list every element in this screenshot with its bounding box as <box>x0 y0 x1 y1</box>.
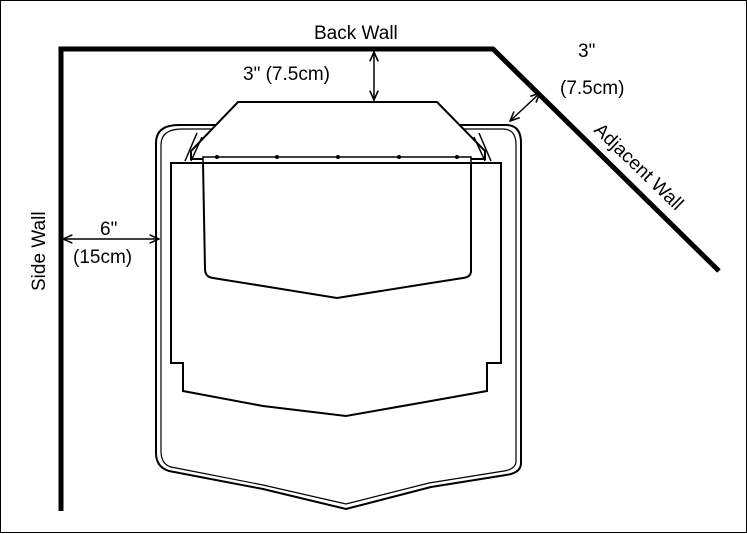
wall-outline <box>58 46 721 511</box>
hinge-ticks <box>215 155 459 159</box>
appliance-lid <box>190 101 486 160</box>
lid-hinge-right <box>478 132 492 162</box>
side-wall-label: Side Wall <box>29 211 50 291</box>
corner-clearance-cm-label: (7.5cm) <box>560 78 624 99</box>
adjacent-wall-label: Adjacent Wall <box>590 119 688 214</box>
lid-hinge-left-2 <box>190 136 203 162</box>
lid-hinge-right-2 <box>473 136 486 162</box>
side-clearance-inch-label: 6" <box>100 219 117 240</box>
appliance-top-tray <box>201 162 472 300</box>
appliance-outer-body <box>155 124 522 511</box>
lid-hinge-left <box>184 132 198 162</box>
corner-clearance-inch-label: 3" <box>578 41 595 62</box>
side-clearance-cm-label: (15cm) <box>73 247 132 268</box>
corner-clearance-arrow <box>510 93 540 121</box>
appliance-middle-tier <box>170 162 502 418</box>
top-clearance-label: 3" (7.5cm) <box>243 64 330 85</box>
appliance-outer-body-inner-line <box>160 128 517 505</box>
back-wall-label: Back Wall <box>314 23 398 44</box>
